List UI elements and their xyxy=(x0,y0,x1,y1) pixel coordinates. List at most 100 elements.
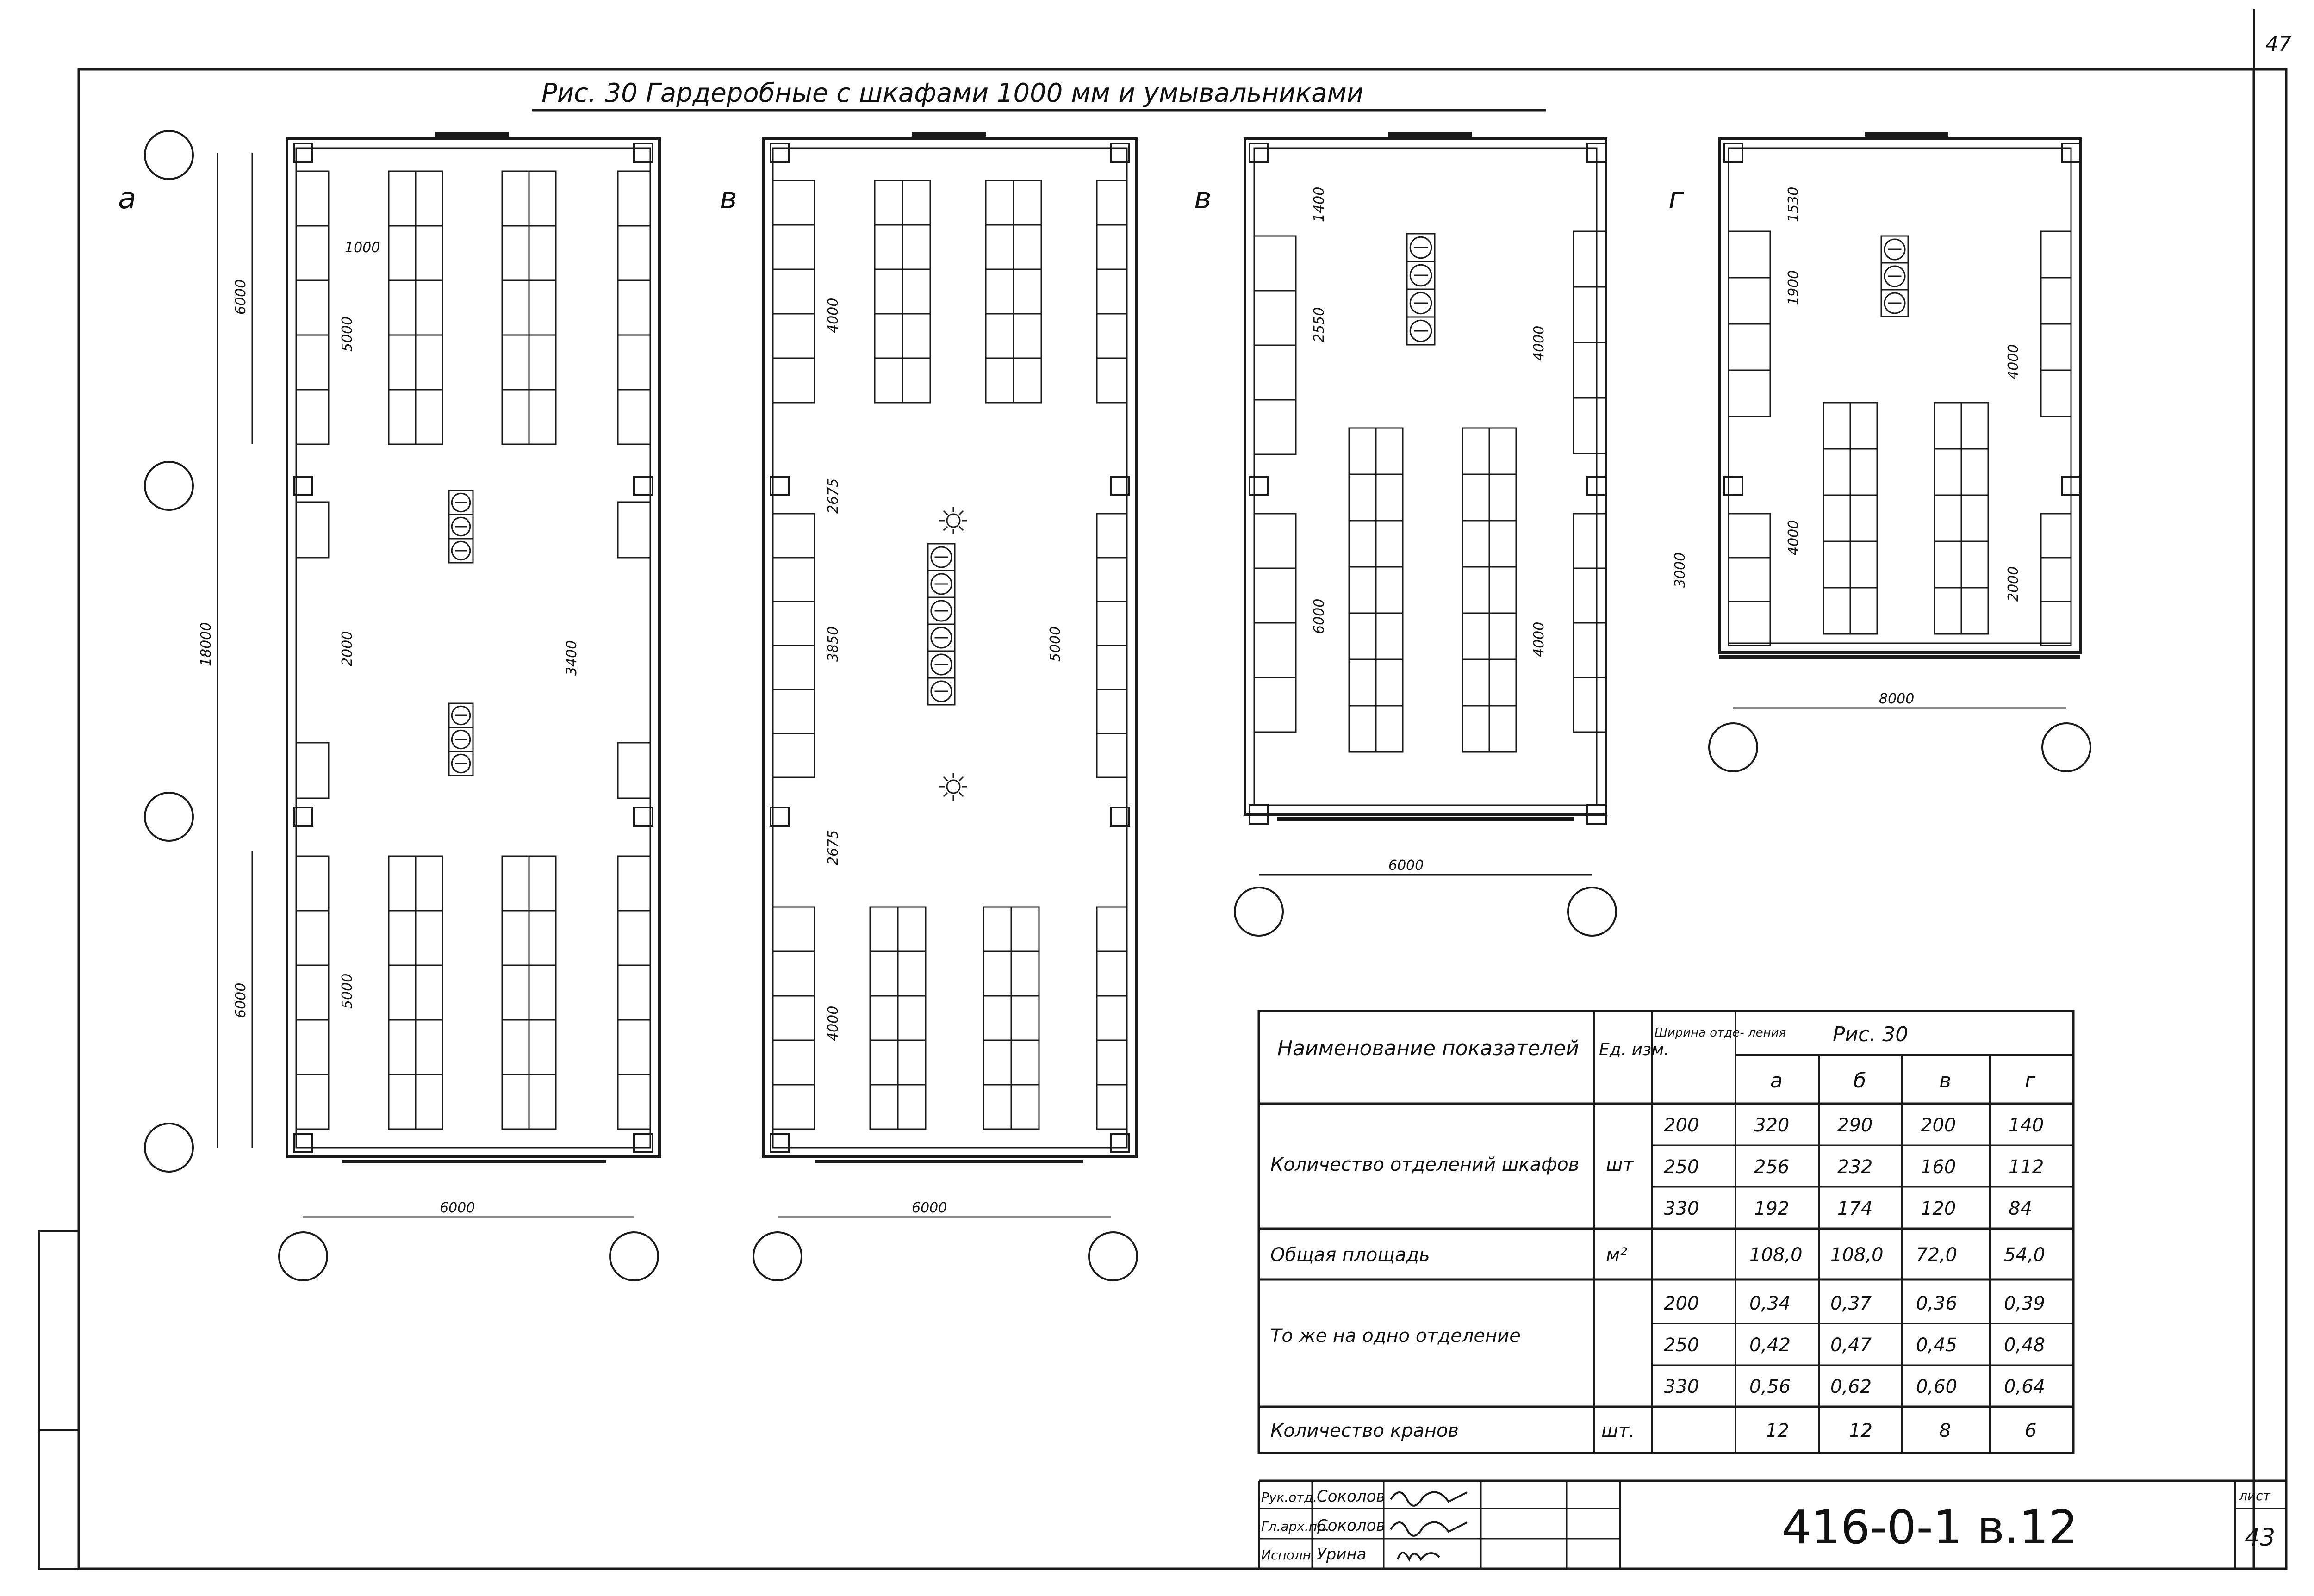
cabinet-cell xyxy=(1573,622,1607,678)
cabinet-bank xyxy=(772,180,815,404)
cabinet-cell xyxy=(2040,230,2072,279)
cabinet-cell xyxy=(1375,705,1404,753)
dim-label: 1900 xyxy=(1785,270,1802,305)
washbasin-bowl xyxy=(930,600,952,622)
header-col-v: в xyxy=(1939,1069,1951,1093)
cabinet-cell xyxy=(501,279,530,336)
cell: 72,0 xyxy=(1916,1244,1957,1266)
cabinet-cell xyxy=(617,170,651,227)
cabinet-cell xyxy=(772,733,815,778)
cabinet-cell xyxy=(617,910,651,966)
cabinet-cell xyxy=(1573,513,1607,569)
cabinet-cell xyxy=(415,389,443,445)
cell: 200 xyxy=(1921,1115,1956,1136)
washbasin-bowl xyxy=(451,753,471,774)
cabinet-cell xyxy=(897,950,927,997)
cabinet-cell xyxy=(501,170,530,227)
cabinet-cell xyxy=(528,225,557,281)
cabinet-cell xyxy=(388,279,417,336)
cabinet-cell xyxy=(1728,557,1771,602)
cabinet-bank xyxy=(617,742,651,799)
cabinet-cell xyxy=(528,389,557,445)
cabinet-cell xyxy=(874,268,903,315)
page-corner-number: 47 xyxy=(2265,32,2291,56)
cabinet-cell xyxy=(528,170,557,227)
cabinet-cell xyxy=(2040,323,2072,371)
header-unit: Ед. изм. xyxy=(1599,1040,1669,1059)
cabinet-cell xyxy=(1013,313,1042,359)
cabinet-bank xyxy=(295,742,330,799)
plan-letter: в xyxy=(1194,181,1212,216)
washbasin xyxy=(1880,289,1909,317)
dim-label: 2675 xyxy=(825,830,841,865)
washbasin xyxy=(1406,316,1436,346)
cabinet-cell xyxy=(501,910,530,966)
cabinet-cell xyxy=(874,180,903,226)
cabinet-bank xyxy=(772,513,815,778)
lamp-icon xyxy=(939,773,967,801)
cabinet-cell xyxy=(617,389,651,445)
cabinet-cell xyxy=(501,334,530,391)
washbasin xyxy=(927,677,956,706)
cabinet-cell xyxy=(1348,705,1377,753)
cabinet-cell xyxy=(388,225,417,281)
cabinet-cell xyxy=(295,910,330,966)
cell: 0,64 xyxy=(2004,1376,2045,1397)
cabinet-cell xyxy=(2040,513,2072,559)
cabinet-cell xyxy=(983,906,1012,952)
cabinet-cell xyxy=(295,279,330,336)
cabinet-cell xyxy=(1375,612,1404,660)
cabinet-cell xyxy=(1462,612,1490,660)
signature xyxy=(1390,1491,1468,1507)
cabinet-cell xyxy=(772,224,815,270)
plan-letter: в xyxy=(720,181,737,216)
cell: 12 xyxy=(1766,1420,1789,1441)
cabinet-cell xyxy=(1573,286,1607,343)
cabinet-cell xyxy=(295,1019,330,1075)
cabinet-bank xyxy=(2040,230,2072,417)
cabinet-cell xyxy=(1096,557,1128,602)
cell: 108,0 xyxy=(1749,1244,1803,1266)
dim-label: 3850 xyxy=(825,627,841,662)
cabinet-cell xyxy=(415,910,443,966)
cabinet-cell xyxy=(501,855,530,912)
cabinet-cell xyxy=(869,950,899,997)
cabinet-cell xyxy=(1013,268,1042,315)
cell: 120 xyxy=(1921,1198,1956,1219)
cabinet-cell xyxy=(1488,705,1517,753)
cabinet-cell xyxy=(1728,230,1771,279)
row-width: 250 xyxy=(1664,1335,1699,1356)
cabinet-cell xyxy=(388,910,417,966)
cabinet-cell xyxy=(869,1084,899,1130)
cabinet-cell xyxy=(1823,494,1851,542)
cabinet-cell xyxy=(295,964,330,1021)
cabinet-cell xyxy=(1348,427,1377,475)
cabinet-cell xyxy=(1010,1084,1040,1130)
cabinet-cell xyxy=(772,1084,815,1130)
cabinet-cell xyxy=(617,334,651,391)
washbasin-bowl xyxy=(1409,319,1432,342)
dim-label: 4000 xyxy=(1531,326,1547,361)
washbasin-bowl xyxy=(451,705,471,726)
washbasin-bowl xyxy=(451,729,471,750)
cabinet-bank xyxy=(983,906,1040,1130)
signature xyxy=(1397,1552,1440,1562)
cabinet-cell xyxy=(1375,427,1404,475)
dim-label: 3400 xyxy=(564,640,580,676)
cabinet-cell xyxy=(1096,224,1128,270)
washbasin-group xyxy=(1406,233,1436,346)
cabinet-cell xyxy=(1348,520,1377,568)
header-name: Наименование показателей xyxy=(1277,1037,1579,1060)
cabinet-cell xyxy=(1253,290,1297,346)
cabinet-cell xyxy=(772,180,815,226)
cabinet-bank xyxy=(1934,402,1989,635)
washbasin xyxy=(448,538,474,564)
washbasin-bowl xyxy=(1409,264,1432,287)
dim-label: 4000 xyxy=(2005,344,2022,379)
cabinet-cell xyxy=(1010,950,1040,997)
dim-label: 2000 xyxy=(2005,566,2022,602)
washbasin-bowl xyxy=(930,653,952,676)
title-name: Соколов xyxy=(1317,1487,1385,1506)
title-name: Урина xyxy=(1317,1545,1366,1564)
cabinet-cell xyxy=(897,1039,927,1086)
